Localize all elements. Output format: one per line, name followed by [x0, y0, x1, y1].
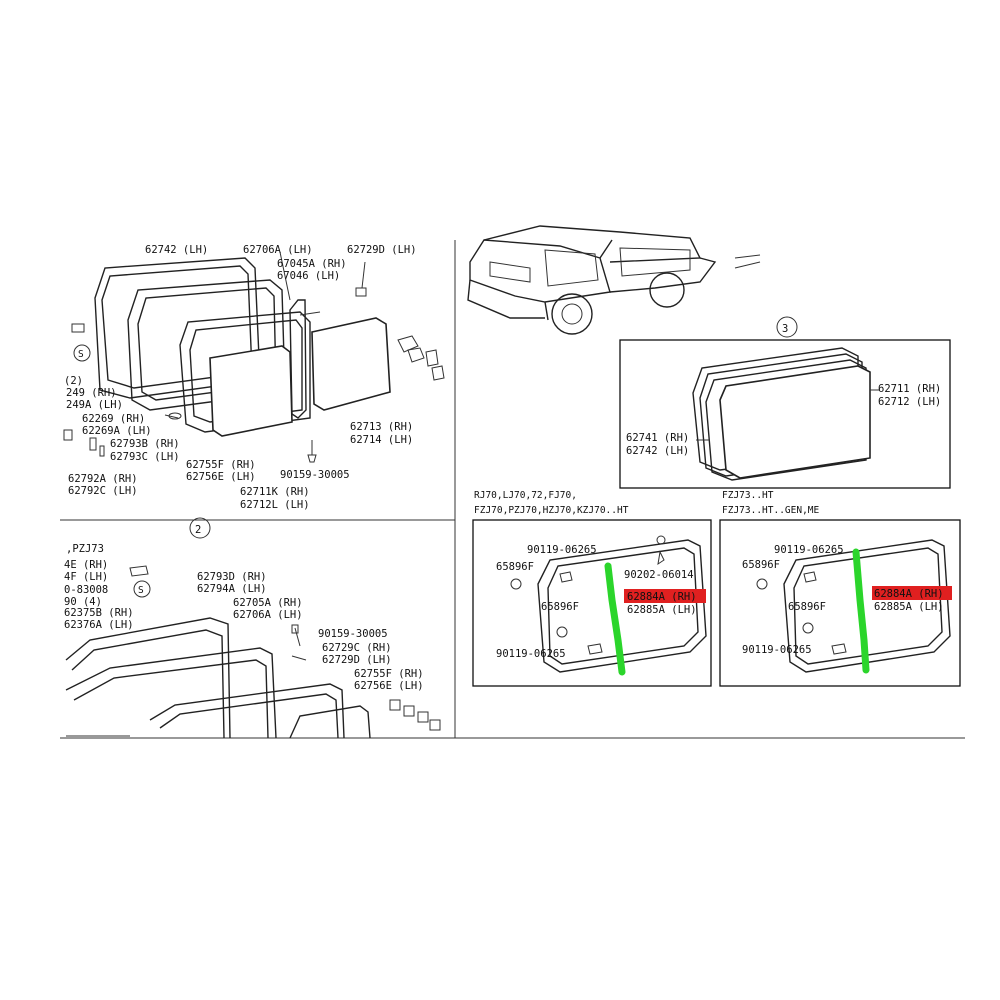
label-62705a-rh: 62705A (RH) — [233, 597, 303, 609]
svg-text:S: S — [138, 585, 144, 596]
label-62729c-rh: 62729C (RH) — [322, 642, 392, 654]
bottom-left-assembly: 2 S ,PZJ73 4E (RH) 4F (LH) 0-83008 90 (4… — [64, 517, 441, 739]
label-62712l-lh: 62712L (LH) — [240, 499, 310, 511]
label-65896f-c: 65896F — [742, 559, 780, 571]
subdiagram-fzj73: FZJ73..HT FZJ73..HT..GEN,ME 90119-06265 … — [719, 490, 961, 687]
sub-right-heading-2: FZJ73..HT..GEN,ME — [722, 505, 820, 516]
label-62706a-lh-b: 62706A (LH) — [233, 609, 303, 621]
label-62793d-rh: 62793D (RH) — [197, 571, 267, 583]
label-62713-rh: 62713 (RH) — [350, 421, 413, 433]
circle-marker-2: 2 — [195, 524, 201, 536]
label-90159-30005-b: 90159-30005 — [318, 628, 388, 640]
label-4e-rh: 4E (RH) — [64, 559, 108, 571]
label-62884a-rh: 62884A (RH) — [627, 591, 697, 603]
subdiagram-ht: RJ70,LJ70,72,FJ70, FZJ70,PZJ70,HZJ70,KZJ… — [472, 490, 712, 687]
label-90202-06014: 90202-06014 — [624, 569, 694, 581]
label-90119-06265-b: 90119-06265 — [496, 648, 566, 660]
label-62742-lh: 62742 (LH) — [145, 244, 208, 256]
label-62269a-lh: 62269A (LH) — [82, 425, 152, 437]
label-90119-06265: 90119-06265 — [527, 544, 597, 556]
label-0-83008: 0-83008 — [64, 584, 108, 596]
label-62792c-lh: 62792C (LH) — [68, 485, 138, 497]
label-4f-lh: 4F (LH) — [64, 571, 108, 583]
sub-left-heading-1: RJ70,LJ70,72,FJ70, — [474, 490, 577, 501]
label-90-4: 90 (4) — [64, 596, 102, 608]
sub-right-heading-1: FZJ73..HT — [722, 490, 774, 501]
label-65896f-d: 65896F — [788, 601, 826, 613]
label-62375b-rh: 62375B (RH) — [64, 607, 134, 619]
label-62756e-lh-b: 62756E (LH) — [354, 680, 424, 692]
label-62376a-lh: 62376A (LH) — [64, 619, 134, 631]
label-62742-lh-b: 62742 (LH) — [626, 445, 689, 457]
label-2: (2) — [64, 375, 83, 387]
highlight-strip-ht — [604, 562, 626, 676]
label-90119-06265-c: 90119-06265 — [774, 544, 844, 556]
label-62793c-lh: 62793C (LH) — [110, 451, 180, 463]
label-62269-rh: 62269 (RH) — [82, 413, 145, 425]
label-90159-30005: 90159-30005 — [280, 469, 350, 481]
label-65896f: 65896F — [496, 561, 534, 573]
label-pzj73: ,PZJ73 — [66, 543, 104, 555]
label-249a-lh: 249A (LH) — [66, 399, 123, 411]
label-62793b-rh: 62793B (RH) — [110, 438, 180, 450]
label-67045a-rh: 67045A (RH) — [277, 258, 347, 270]
svg-text:S: S — [78, 349, 84, 360]
label-62711k-rh: 62711K (RH) — [240, 486, 310, 498]
label-62756e-lh: 62756E (LH) — [186, 471, 256, 483]
label-62712-lh: 62712 (LH) — [878, 396, 941, 408]
label-90119-06265-d: 90119-06265 — [742, 644, 812, 656]
label-67046-lh: 67046 (LH) — [277, 270, 340, 282]
label-62729d-lh: 62729D (LH) — [347, 244, 417, 256]
label-62792a-rh: 62792A (RH) — [68, 473, 138, 485]
vehicle-illustration — [467, 225, 761, 335]
label-62794a-lh: 62794A (LH) — [197, 583, 267, 595]
highlight-strip-fzj73 — [852, 548, 870, 674]
label-62711-rh: 62711 (RH) — [878, 383, 941, 395]
section-3: 3 62711 (RH) 62712 (LH) 62741 (RH) 62742… — [619, 316, 951, 489]
sub-left-heading-2: FZJ70,PZJ70,HZJ70,KZJ70..HT — [474, 505, 629, 516]
label-249-rh: 249 (RH) — [66, 387, 117, 399]
label-62714-lh: 62714 (LH) — [350, 434, 413, 446]
label-62706a-lh: 62706A (LH) — [243, 244, 313, 256]
top-left-assembly: S 62742 (LH) 62706A (LH) 67045A (RH) 670… — [63, 244, 445, 511]
label-65896f-b: 65896F — [541, 601, 579, 613]
label-62885a-lh: 62885A (LH) — [627, 604, 697, 616]
label-62884a-rh-b: 62884A (RH) — [874, 588, 944, 600]
label-62729d-lh-b: 62729D (LH) — [322, 654, 392, 666]
label-62755f-rh: 62755F (RH) — [186, 459, 256, 471]
label-62885a-lh-b: 62885A (LH) — [874, 601, 944, 613]
label-62741-rh: 62741 (RH) — [626, 432, 689, 444]
label-62755f-rh-b: 62755F (RH) — [354, 668, 424, 680]
circle-marker-3: 3 — [782, 323, 788, 335]
